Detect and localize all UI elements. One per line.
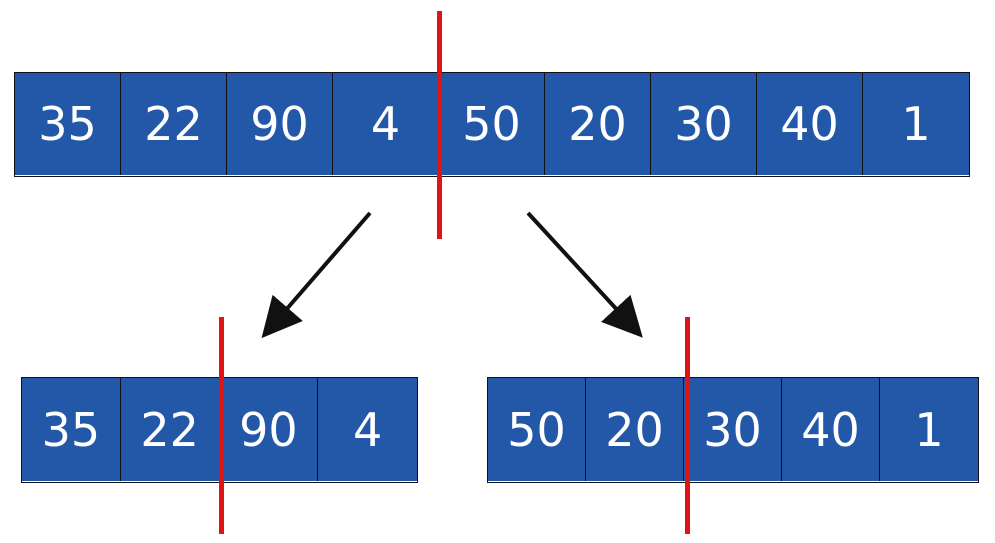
split-line-left: [219, 317, 224, 534]
arrow-down-right-icon: [526, 211, 643, 338]
array-cell: 22: [120, 378, 220, 481]
right-subarray: 50 20 30 40 1: [487, 377, 979, 483]
array-cell: 30: [651, 73, 757, 175]
array-cell: 20: [586, 378, 684, 481]
array-cell: 35: [22, 378, 121, 481]
array-cell: 40: [757, 73, 863, 175]
array-cell: 4: [333, 73, 439, 175]
array-cell: 1: [863, 73, 969, 175]
array-cell: 50: [488, 378, 586, 481]
array-cell: 90: [227, 73, 333, 175]
array-cell: 30: [684, 378, 782, 481]
array-cell: 1: [880, 378, 978, 481]
array-cell: 90: [219, 378, 319, 481]
array-cell: 50: [439, 73, 545, 175]
split-line-right: [685, 317, 690, 534]
left-subarray: 35 22 90 4: [21, 377, 418, 483]
array-cell: 4: [318, 378, 417, 481]
split-line-top: [437, 11, 442, 239]
arrow-down-left-icon: [261, 211, 372, 339]
array-cell: 20: [545, 73, 651, 175]
top-array: 35 22 90 4 50 20 30 40 1: [14, 72, 970, 177]
array-cell: 35: [15, 73, 121, 175]
array-cell: 40: [782, 378, 880, 481]
array-cell: 22: [121, 73, 227, 175]
